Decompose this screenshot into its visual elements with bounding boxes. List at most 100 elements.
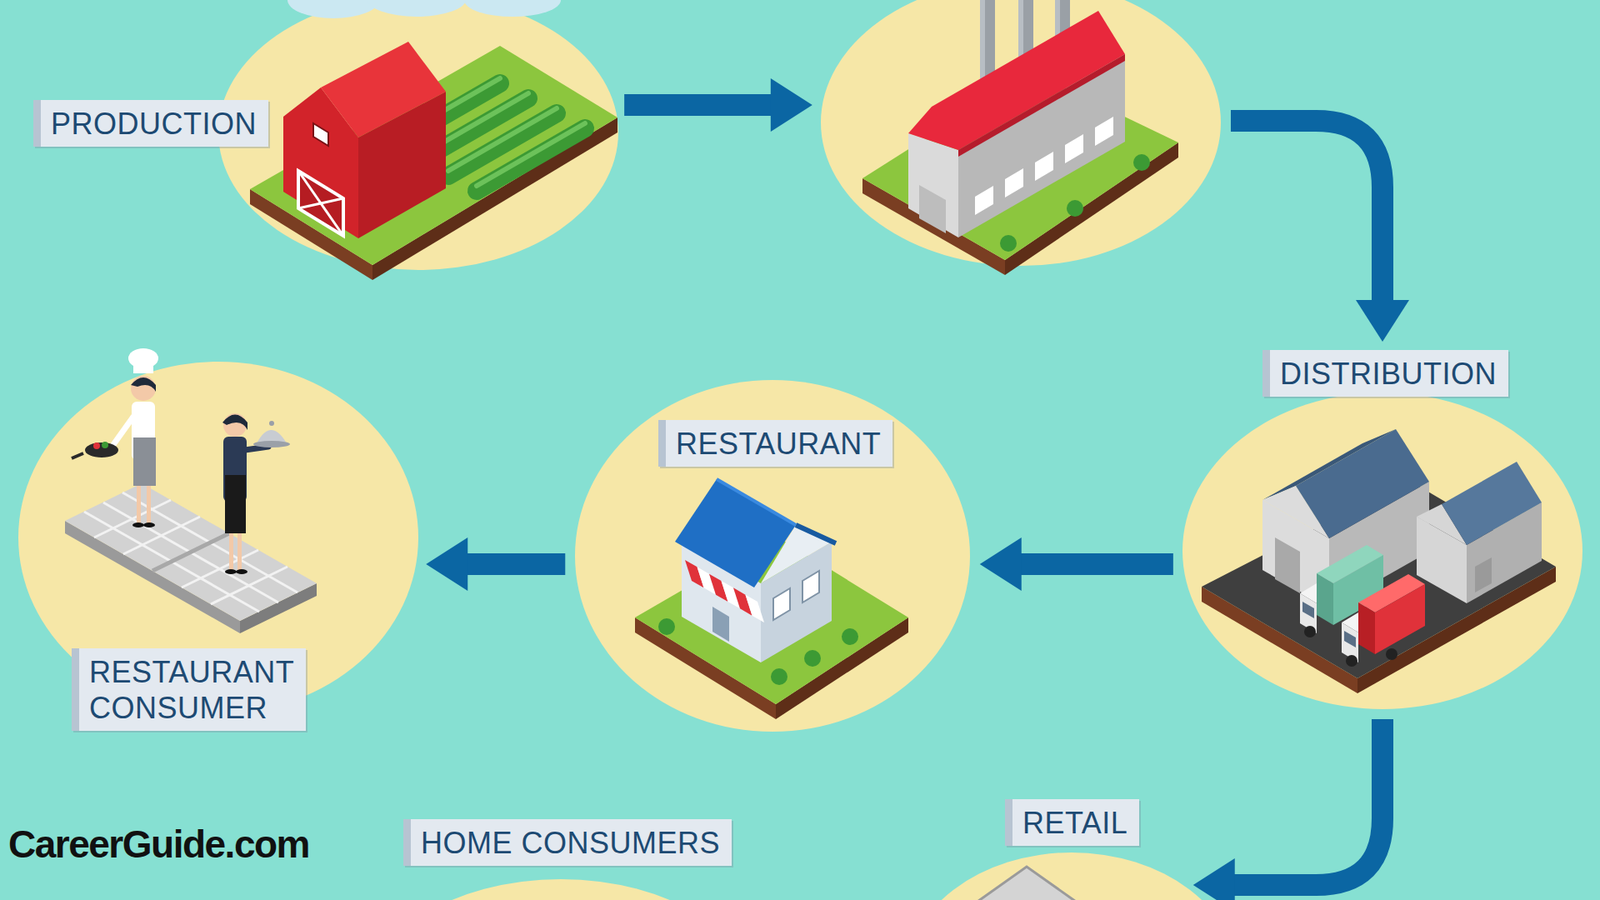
warehouse-illustration-part: [1344, 630, 1356, 648]
label-anchor: RESTAURANT CONSUMER: [71, 648, 306, 731]
consumer-illustration-part: [94, 500, 171, 538]
consumer-illustration-part: [237, 533, 242, 570]
stage-label: RESTAURANT: [658, 420, 893, 467]
retail-illustration-part: [975, 866, 1079, 900]
warehouse-illustration-part: [1441, 461, 1542, 545]
restaurant-illustration-part: [841, 628, 859, 645]
label-anchor: DISTRIBUTION: [1262, 350, 1509, 397]
brand-watermark: CareerGuide.com: [8, 821, 310, 867]
consumer-illustration-part: [112, 416, 134, 446]
restaurant-illustration-part: [716, 479, 796, 525]
warehouse-illustration-part: [1300, 583, 1317, 604]
factory-illustration-part: [1005, 168, 1024, 198]
consumer-illustration: [65, 348, 317, 634]
factory-illustration-part: [1065, 134, 1084, 164]
label-anchor: PRODUCTION: [33, 100, 269, 147]
arrow-head: [770, 78, 813, 132]
consumer-illustration-part: [152, 533, 230, 571]
restaurant-illustration-part: [675, 479, 796, 588]
arrow-head: [980, 537, 1022, 591]
warehouse-illustration-part: [1385, 648, 1398, 660]
stage-blob-shape: [575, 380, 970, 732]
factory-illustration-part: [1133, 154, 1150, 171]
consumer-illustration-part: [130, 377, 156, 392]
factory-illustration-part: [1000, 235, 1017, 252]
stage-label: DISTRIBUTION: [1262, 350, 1509, 397]
farm-illustration-part: [313, 123, 329, 146]
restaurant-illustration: [635, 479, 909, 720]
restaurant-illustration-part: [745, 595, 765, 623]
retail-illustration: [975, 866, 1079, 900]
consumer-illustration-part: [132, 522, 145, 528]
consumer-illustration-part: [235, 569, 248, 575]
flow-arrow-shaft: [1233, 719, 1383, 885]
warehouse-illustration-part: [1302, 601, 1315, 619]
clouds-part: [287, 0, 380, 19]
farm-illustration-part: [298, 198, 344, 209]
stage-blob-shape: [218, 0, 619, 270]
factory-illustration-part: [1035, 151, 1054, 181]
consumer-illustration-part: [229, 533, 234, 570]
consumer-illustration-part: [71, 453, 84, 459]
flow-arrow-shaft: [1230, 120, 1383, 302]
farm-illustration-part: [298, 170, 344, 236]
stage-blob-shape: [360, 879, 761, 900]
flow-arrow-shaft: [465, 553, 565, 575]
consumer-illustration-part: [146, 485, 151, 524]
stage-label: RETAIL: [1005, 799, 1140, 846]
arrow-head: [425, 537, 468, 591]
factory-illustration-part: [919, 185, 946, 234]
restaurant-illustration-part: [773, 588, 790, 620]
stage-label: HOME CONSUMERS: [403, 819, 732, 866]
consumer-illustration-part: [101, 441, 109, 449]
stage-blob-shape: [905, 852, 1239, 900]
warehouse-illustration-part: [1316, 573, 1334, 625]
consumer-illustration-part: [225, 475, 246, 534]
flow-arrow: [425, 537, 565, 591]
farm-illustration: [250, 41, 618, 280]
flow-arrow-shaft: [624, 94, 773, 116]
clouds-part: [366, 0, 467, 17]
consumer-illustration-part: [136, 485, 141, 524]
stage-blob: [905, 852, 1239, 900]
warehouse-illustration-part: [1358, 602, 1375, 655]
flow-arrow: [1193, 719, 1383, 900]
flow-arrow: [1230, 120, 1410, 342]
farm-illustration-part: [476, 128, 585, 191]
restaurant-illustration-part: [712, 606, 730, 642]
restaurant-illustration-part: [804, 650, 821, 667]
factory-illustration: [862, 0, 1179, 275]
factory-illustration-part: [908, 133, 959, 238]
arrow-head: [1193, 858, 1235, 900]
restaurant-illustration-part: [802, 570, 820, 603]
factory-illustration-part: [1095, 116, 1114, 146]
consumer-illustration-part: [143, 522, 155, 528]
label-anchor: CareerGuide.com: [8, 821, 310, 867]
consumer-illustration-part: [103, 502, 279, 603]
stage-node: RETAIL: [905, 852, 1239, 900]
stage-blob-shape: [820, 0, 1221, 266]
consumer-illustration-part: [85, 442, 119, 458]
consumer-illustration-part: [222, 415, 248, 431]
warehouse-illustration-part: [1304, 625, 1316, 638]
stage-label: RESTAURANT CONSUMER: [71, 648, 306, 731]
stage-blob: [360, 879, 761, 900]
warehouse-illustration-part: [1375, 584, 1425, 655]
restaurant-illustration-part: [770, 668, 788, 685]
consumer-illustration-part: [181, 550, 259, 588]
warehouse-illustration-part: [1345, 655, 1358, 667]
farm-illustration-part: [298, 170, 344, 236]
warehouse-illustration-part: [1341, 612, 1359, 633]
factory-illustration-part: [908, 10, 1125, 150]
farm-illustration-part: [448, 108, 557, 171]
consumer-illustration-part: [65, 483, 317, 621]
label-anchor: RETAIL: [1005, 799, 1140, 846]
consumer-illustration-part: [123, 516, 200, 555]
restaurant-illustration-part: [658, 618, 675, 635]
stage-node: HOME CONSUMERS: [360, 879, 761, 900]
consumer-illustration-part: [210, 566, 288, 605]
consumer-illustration-part: [133, 437, 156, 486]
clouds: [287, 0, 561, 19]
consumer-illustration-part: [269, 420, 275, 426]
